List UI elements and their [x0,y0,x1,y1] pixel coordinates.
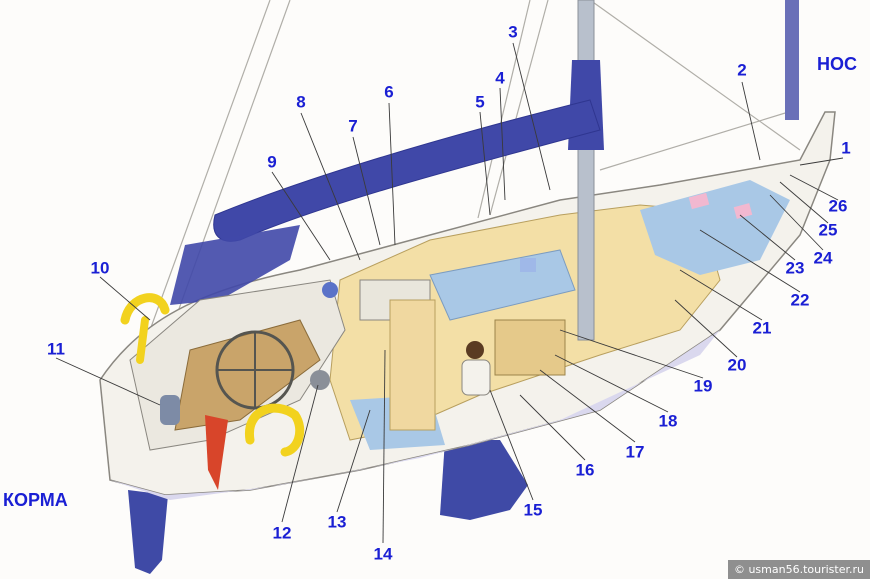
callout-9: 9 [267,152,277,172]
callout-17: 17 [625,442,645,462]
callout-15: 15 [523,500,543,520]
winch [310,370,330,390]
callout-3: 3 [508,22,518,42]
callout-26: 26 [828,196,848,216]
callout-22: 22 [790,290,810,310]
rigging [149,0,801,331]
callout-16: 16 [575,460,595,480]
cushion [520,258,536,272]
lifebuoy-tail [136,316,149,364]
callout-7: 7 [348,116,358,136]
callout-1: 1 [841,138,851,158]
callout-25: 25 [818,220,838,240]
sprayhood [170,225,300,305]
mast [577,0,595,341]
callout-11: 11 [47,339,65,359]
galley-cabinet [389,299,436,431]
watermark: © usman56.tourister.ru [727,559,870,579]
callout-2: 2 [737,60,747,80]
lifebuoy [120,293,170,325]
cushion [733,203,753,219]
callout-19: 19 [693,376,713,396]
ensign-flag [205,415,228,490]
callout-8: 8 [296,92,306,112]
gas-bottle [160,395,180,425]
settee [429,249,576,321]
navigator-figure [466,341,484,359]
winch [322,282,338,298]
callout-13: 13 [327,512,347,532]
callout-21: 21 [752,318,772,338]
callout-4: 4 [495,68,505,88]
rudder [128,490,168,574]
callout-18: 18 [658,411,678,431]
leader-lines [55,42,844,544]
callout-12: 12 [272,523,292,543]
bow-label: НОС [817,54,857,74]
callout-20: 20 [727,355,747,375]
chart-table [494,319,566,376]
callout-10: 10 [90,258,110,278]
callout-24: 24 [813,248,833,268]
navigator-body [461,359,491,396]
callout-23: 23 [785,258,805,278]
callout-6: 6 [384,82,394,102]
lifebuoy [245,403,305,457]
callout-14: 14 [373,544,393,564]
cushion [688,192,710,210]
keel [440,440,528,520]
forestay-top [785,0,799,120]
forward-berth [640,180,790,275]
callout-5: 5 [475,92,485,112]
stern-label: КОРМА [3,490,68,510]
